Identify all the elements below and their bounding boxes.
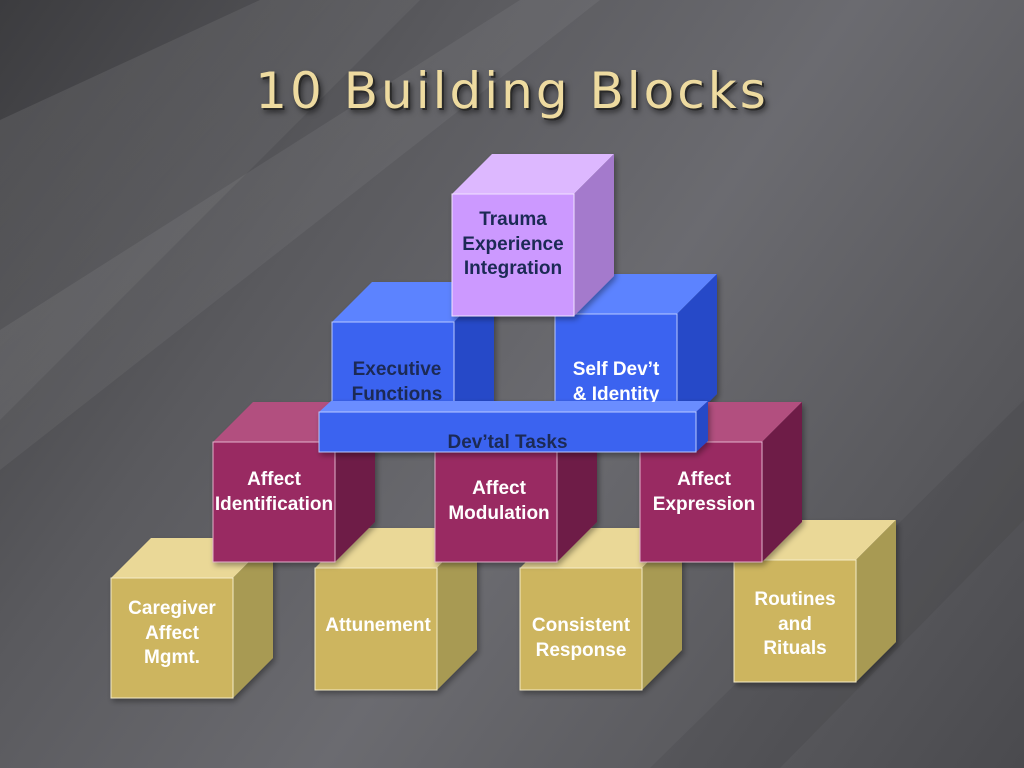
block-label-affect-expression: Affect Expression [652,469,756,515]
block-label-devtal-tasks: Dev’tal Tasks [447,432,568,453]
block-trauma-experience-integration [451,154,614,317]
block-label-affect-identification: Affect Identification [214,469,334,515]
block-label-attunement: Attunement [325,615,431,636]
block-label-trauma: Trauma Experience Integration [462,209,564,280]
block-affect-identification [212,402,375,563]
block-label-selfdev: Self Dev’t & Identity [572,359,660,402]
block-label-routines: Routines and Rituals [754,589,836,660]
block-label-affect-modulation: Affect Modulation [448,478,550,524]
block-label-consistent: Consistent Response [531,615,631,661]
page-title: 10 Building Blocks [255,62,769,120]
block-label-caregiver: Caregiver Affect Mgmt. [128,598,216,669]
block-label-executive: Executive Functions [351,359,443,402]
block-developmental-tasks-bar [318,401,708,453]
block-routines [733,520,896,683]
